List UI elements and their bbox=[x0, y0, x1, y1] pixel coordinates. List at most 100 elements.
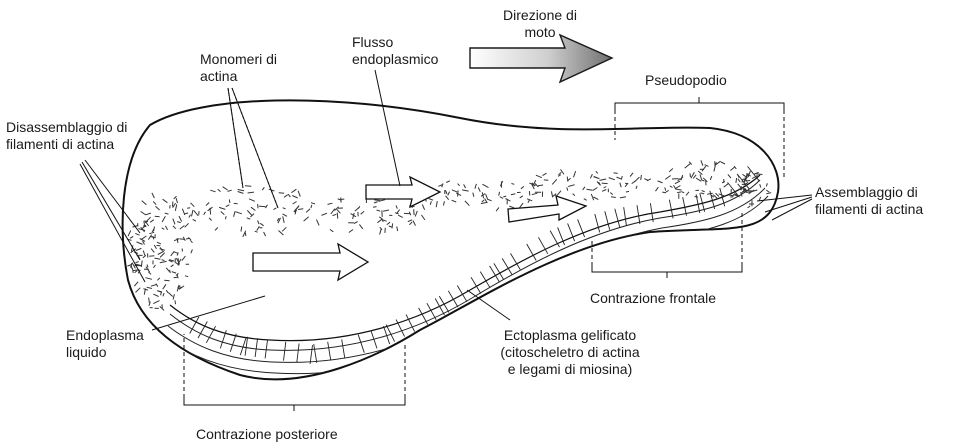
actin-monomer bbox=[552, 193, 557, 198]
actin-monomer bbox=[447, 191, 451, 196]
actin-monomer bbox=[704, 164, 709, 167]
actin-monomer bbox=[713, 165, 716, 172]
actin-monomer bbox=[644, 178, 649, 181]
actin-monomer bbox=[589, 173, 593, 179]
ectoplasm-crosslink bbox=[229, 333, 237, 352]
actin-monomer bbox=[172, 202, 177, 208]
actin-monomer bbox=[305, 208, 311, 213]
actin-monomer bbox=[520, 186, 525, 190]
actin-monomer bbox=[148, 297, 150, 303]
ectoplasm-crosslink bbox=[682, 197, 687, 216]
actin-monomer bbox=[184, 212, 189, 215]
actin-monomer bbox=[391, 223, 394, 229]
actin-monomer bbox=[599, 178, 607, 181]
actin-monomer bbox=[265, 204, 268, 209]
actin-monomer bbox=[620, 175, 623, 180]
actin-monomer bbox=[741, 188, 746, 194]
actin-monomer bbox=[360, 210, 365, 215]
actin-monomer bbox=[688, 161, 693, 165]
actin-monomer bbox=[184, 275, 189, 278]
actin-monomer bbox=[526, 198, 533, 202]
actin-monomer bbox=[190, 249, 193, 254]
actin-monomer bbox=[263, 231, 267, 237]
actin-monomer bbox=[593, 176, 598, 179]
actin-monomer bbox=[257, 220, 260, 225]
actin-monomer bbox=[189, 239, 193, 244]
actin-monomer bbox=[590, 193, 595, 201]
actin-monomer bbox=[148, 301, 151, 307]
actin-monomer bbox=[472, 192, 475, 197]
actin-monomer bbox=[164, 279, 170, 282]
ectoplasm-crosslink bbox=[296, 343, 300, 363]
ectoplasm-crosslink bbox=[577, 219, 586, 238]
actin-monomer bbox=[143, 220, 146, 228]
ectoplasm-crosslink bbox=[239, 336, 247, 356]
ectoplasm-crosslink bbox=[699, 193, 706, 212]
actin-monomer bbox=[609, 192, 614, 195]
actin-monomer bbox=[677, 191, 682, 194]
actin-monomer bbox=[175, 272, 179, 276]
actin-monomer bbox=[373, 201, 378, 204]
actin-monomer bbox=[135, 232, 140, 236]
actin-monomer bbox=[281, 226, 287, 232]
ectoplasm-crosslink bbox=[283, 341, 287, 361]
endoplasmic-flow-arrow-3 bbox=[507, 195, 588, 223]
actin-monomer bbox=[179, 225, 185, 230]
actin-monomer bbox=[157, 277, 161, 281]
actin-monomer bbox=[737, 183, 743, 190]
actin-monomer bbox=[173, 238, 180, 242]
ectoplasm-crosslink bbox=[447, 290, 459, 308]
actin-monomer bbox=[484, 198, 488, 203]
actin-monomer bbox=[685, 191, 690, 196]
actin-monomer bbox=[755, 173, 763, 175]
actin-monomer bbox=[176, 252, 179, 256]
actin-monomer bbox=[133, 281, 139, 287]
ectoplasm-crosslink bbox=[438, 295, 450, 313]
actin-monomer bbox=[442, 201, 445, 206]
actin-monomer bbox=[152, 201, 157, 206]
leader-lines bbox=[79, 69, 813, 331]
actin-monomer bbox=[435, 201, 438, 208]
actin-monomer bbox=[181, 255, 186, 261]
actin-monomer bbox=[640, 174, 642, 181]
actin-monomer bbox=[334, 206, 340, 211]
actin-monomer bbox=[172, 218, 176, 225]
actin-monomer bbox=[485, 194, 488, 200]
label-ectoplasma-gelificato: Ectoplasma gelificato (citoscheletro di … bbox=[500, 327, 640, 377]
actin-monomer bbox=[127, 230, 132, 237]
actin-monomer bbox=[292, 195, 298, 199]
actin-monomer bbox=[178, 285, 185, 290]
actin-monomer bbox=[677, 177, 681, 182]
actin-monomer bbox=[531, 184, 535, 190]
actin-monomer bbox=[700, 160, 704, 166]
actin-monomer bbox=[715, 160, 721, 166]
actin-monomer bbox=[208, 217, 212, 221]
actin-monomer bbox=[665, 189, 669, 193]
actin-monomer bbox=[247, 191, 255, 194]
actin-monomer bbox=[412, 220, 416, 226]
actin-monomer bbox=[138, 228, 146, 231]
label-contrazione-frontale: Contrazione frontale bbox=[590, 290, 717, 306]
actin-monomer bbox=[156, 241, 162, 245]
actin-monomer bbox=[421, 204, 426, 210]
actin-monomer bbox=[572, 193, 576, 196]
actin-monomer bbox=[730, 166, 735, 171]
actin-monomer bbox=[701, 190, 705, 193]
actin-monomer bbox=[228, 199, 231, 204]
ectoplasm-crosslink bbox=[357, 334, 365, 353]
actin-monomer bbox=[560, 169, 565, 175]
actin-monomer bbox=[162, 292, 165, 297]
actin-monomer bbox=[634, 176, 640, 183]
actin-monomer bbox=[222, 186, 228, 191]
actin-monomer bbox=[428, 198, 434, 201]
actin-monomer bbox=[145, 216, 151, 222]
actin-monomer bbox=[655, 186, 659, 192]
actin-monomer bbox=[669, 185, 673, 188]
actin-monomer bbox=[146, 286, 153, 289]
actin-monomer bbox=[225, 204, 230, 208]
actin-monomer bbox=[261, 187, 265, 191]
actin-monomer bbox=[220, 211, 225, 215]
ectoplasm-crosslink bbox=[604, 211, 611, 230]
actin-monomer bbox=[254, 230, 258, 233]
actin-monomer bbox=[176, 237, 179, 243]
